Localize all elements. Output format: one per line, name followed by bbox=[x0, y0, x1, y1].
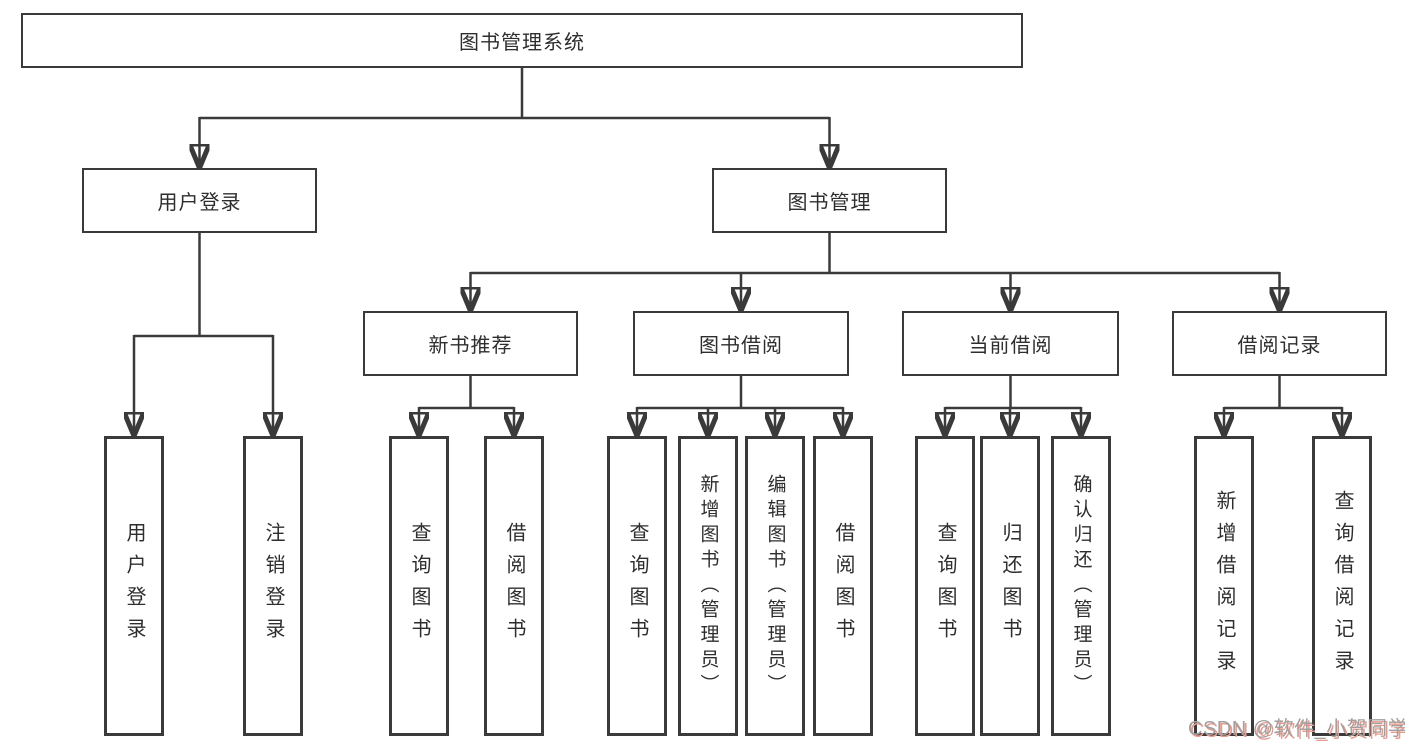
leaf-query-borrow-record: 查询借阅记录 bbox=[1312, 436, 1372, 736]
node-label: 归还图书 bbox=[999, 522, 1021, 650]
leaf-query-books-borrowing: 查询图书 bbox=[607, 436, 667, 736]
node-label: 借阅图书 bbox=[832, 522, 854, 650]
watermark-csdn: CSDN @软件_小贺同学 bbox=[1188, 718, 1405, 740]
node-label: 注销登录 bbox=[262, 522, 284, 650]
node-user-login: 用户登录 bbox=[82, 168, 317, 233]
node-label: 查询图书 bbox=[934, 522, 956, 650]
node-borrowing-records: 借阅记录 bbox=[1172, 311, 1387, 376]
node-label: 新增图书（管理员） bbox=[697, 473, 719, 699]
node-label: 用户登录 bbox=[157, 192, 242, 214]
leaf-add-borrow-record: 新增借阅记录 bbox=[1194, 436, 1254, 736]
node-label: 借阅图书 bbox=[503, 522, 525, 650]
node-label: 新增借阅记录 bbox=[1213, 490, 1235, 682]
node-label: 图书管理系统 bbox=[459, 32, 585, 54]
leaf-return-books: 归还图书 bbox=[980, 436, 1040, 736]
node-current-borrowing: 当前借阅 bbox=[902, 311, 1119, 376]
leaf-query-books-current: 查询图书 bbox=[915, 436, 975, 736]
node-new-book-recommend: 新书推荐 bbox=[363, 311, 578, 376]
node-label: 查询图书 bbox=[408, 522, 430, 650]
node-label: 图书管理 bbox=[787, 192, 872, 214]
leaf-borrow-books-recommend: 借阅图书 bbox=[484, 436, 544, 736]
leaf-borrow-books-borrowing: 借阅图书 bbox=[813, 436, 873, 736]
node-label: 图书借阅 bbox=[699, 335, 783, 357]
leaf-user-login: 用户登录 bbox=[104, 436, 164, 736]
node-root: 图书管理系统 bbox=[21, 13, 1023, 68]
node-label: 查询借阅记录 bbox=[1331, 490, 1353, 682]
leaf-logout-login: 注销登录 bbox=[243, 436, 303, 736]
node-label: 确认归还（管理员） bbox=[1070, 473, 1092, 699]
leaf-confirm-return-admin: 确认归还（管理员） bbox=[1051, 436, 1111, 736]
node-label: 新书推荐 bbox=[428, 335, 513, 357]
node-label: 当前借阅 bbox=[968, 335, 1053, 357]
node-label: 查询图书 bbox=[626, 522, 648, 650]
node-label: 用户登录 bbox=[123, 522, 145, 650]
leaf-edit-books-admin: 编辑图书（管理员） bbox=[745, 436, 805, 736]
leaf-query-books-recommend: 查询图书 bbox=[389, 436, 449, 736]
node-book-management: 图书管理 bbox=[712, 168, 947, 233]
node-book-borrowing: 图书借阅 bbox=[633, 311, 849, 376]
leaf-add-books-admin: 新增图书（管理员） bbox=[678, 436, 738, 736]
node-label: 借阅记录 bbox=[1237, 335, 1322, 357]
node-label: 编辑图书（管理员） bbox=[764, 473, 786, 699]
